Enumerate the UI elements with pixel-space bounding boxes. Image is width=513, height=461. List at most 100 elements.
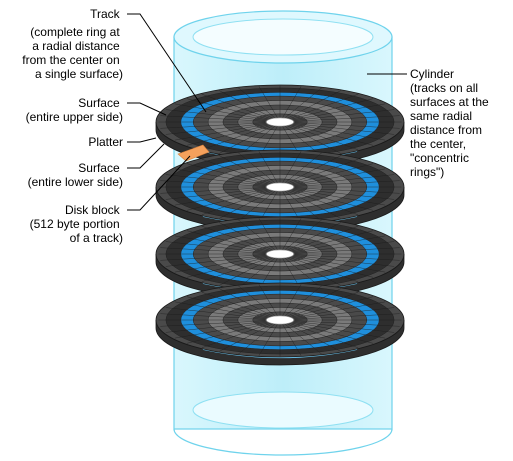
sector-line bbox=[284, 219, 322, 251]
sector-line bbox=[294, 254, 400, 261]
sector-line bbox=[174, 188, 268, 206]
surface-upper-label: Surface (entire upper side) bbox=[26, 96, 123, 124]
leader-lines bbox=[127, 13, 407, 211]
sector-line bbox=[291, 230, 374, 252]
cylinder-label: Cylinder (tracks on all surfaces at the … bbox=[410, 67, 492, 179]
sector-line bbox=[165, 241, 267, 253]
sector-line bbox=[292, 321, 386, 339]
sector-line bbox=[282, 151, 302, 183]
sector-line bbox=[186, 98, 269, 120]
sector-line bbox=[186, 322, 269, 344]
sector-line bbox=[165, 307, 267, 319]
sector-line bbox=[294, 247, 400, 254]
sector-line bbox=[186, 296, 269, 318]
sector-line bbox=[186, 189, 269, 211]
sector-line bbox=[291, 256, 374, 278]
spindle-hole bbox=[266, 117, 294, 127]
sector-line bbox=[294, 180, 400, 187]
disk-block-label-line: (512 byte portion bbox=[30, 217, 120, 231]
disk-block-label-line: Disk block bbox=[65, 203, 121, 217]
sector-line bbox=[165, 188, 267, 200]
sector-line bbox=[289, 291, 359, 317]
track-leader bbox=[127, 13, 207, 113]
sector-line bbox=[160, 187, 266, 194]
track-label-line: Track bbox=[90, 7, 121, 21]
sector-line bbox=[289, 323, 359, 349]
sector-line bbox=[289, 190, 359, 216]
sector-line bbox=[174, 255, 268, 273]
sector-line bbox=[284, 152, 322, 184]
sector-line bbox=[291, 163, 374, 185]
sector-line bbox=[287, 125, 341, 154]
disk-block-leader bbox=[127, 155, 191, 211]
sector-line bbox=[186, 230, 269, 252]
sector-line bbox=[201, 257, 271, 283]
platter bbox=[155, 149, 405, 233]
spindle-hole bbox=[266, 249, 294, 259]
sector-line bbox=[294, 320, 400, 327]
sector-line bbox=[238, 87, 276, 119]
cylinder-top-inner bbox=[192, 18, 374, 56]
sector-line bbox=[289, 257, 359, 283]
sector-line bbox=[219, 323, 273, 352]
platter bbox=[155, 282, 405, 366]
sector-line bbox=[284, 285, 322, 317]
sector-line bbox=[293, 255, 395, 267]
track-label-line: from the center on bbox=[22, 53, 119, 67]
sector-line bbox=[293, 307, 395, 319]
sector-line bbox=[165, 109, 267, 121]
sector-line bbox=[294, 187, 400, 194]
sector-line bbox=[287, 190, 341, 219]
sector-line bbox=[201, 158, 271, 184]
sector-line bbox=[292, 255, 386, 273]
sector-line bbox=[282, 284, 302, 316]
sector-line bbox=[284, 257, 322, 289]
sector-line bbox=[287, 90, 341, 119]
sector-line bbox=[165, 123, 267, 135]
sector-line bbox=[293, 321, 395, 333]
cylinder-label-line: surfaces at the bbox=[410, 95, 489, 109]
sector-line bbox=[219, 222, 273, 251]
cylinder-label-line: "concentric bbox=[410, 151, 469, 165]
sector-line bbox=[293, 109, 395, 121]
disk-block-label: Disk block (512 byte portion of a track) bbox=[30, 203, 123, 245]
sector-line bbox=[219, 90, 273, 119]
sector-line bbox=[291, 98, 374, 120]
sector-line bbox=[294, 122, 400, 129]
surface-upper-label-line: (entire upper side) bbox=[26, 110, 123, 124]
sector-line bbox=[174, 235, 268, 253]
sector-line bbox=[186, 124, 269, 146]
sector-line bbox=[201, 125, 271, 151]
sector-line bbox=[292, 301, 386, 319]
sector-line bbox=[174, 168, 268, 186]
sector-line bbox=[238, 285, 276, 317]
sector-line bbox=[165, 174, 267, 186]
track-label-line: a radial distance bbox=[32, 39, 120, 53]
sector-line bbox=[219, 155, 273, 184]
sector-line bbox=[238, 152, 276, 184]
sector-line bbox=[201, 225, 271, 251]
sector-line bbox=[201, 190, 271, 216]
surface-lower-label-line: (entire lower side) bbox=[28, 175, 123, 189]
sector-line bbox=[160, 320, 266, 327]
sector-line bbox=[219, 257, 273, 286]
sector-line bbox=[174, 123, 268, 141]
sector-line bbox=[284, 323, 322, 355]
platter-leader bbox=[127, 137, 157, 143]
sector-line bbox=[291, 189, 374, 211]
sector-line bbox=[292, 235, 386, 253]
sector-line bbox=[287, 257, 341, 286]
track-label-line: (complete ring at bbox=[30, 25, 120, 39]
sector-line bbox=[160, 247, 266, 254]
sector-line bbox=[258, 151, 278, 183]
disk-block-highlight bbox=[177, 144, 210, 162]
sector-line bbox=[293, 123, 395, 135]
sector-line bbox=[258, 284, 278, 316]
sector-line bbox=[287, 323, 341, 352]
sector-line bbox=[160, 254, 266, 261]
sector-line bbox=[293, 174, 395, 186]
sector-line bbox=[292, 188, 386, 206]
cylinder-bottom bbox=[173, 391, 393, 456]
platter-label-line: Platter bbox=[88, 135, 123, 149]
